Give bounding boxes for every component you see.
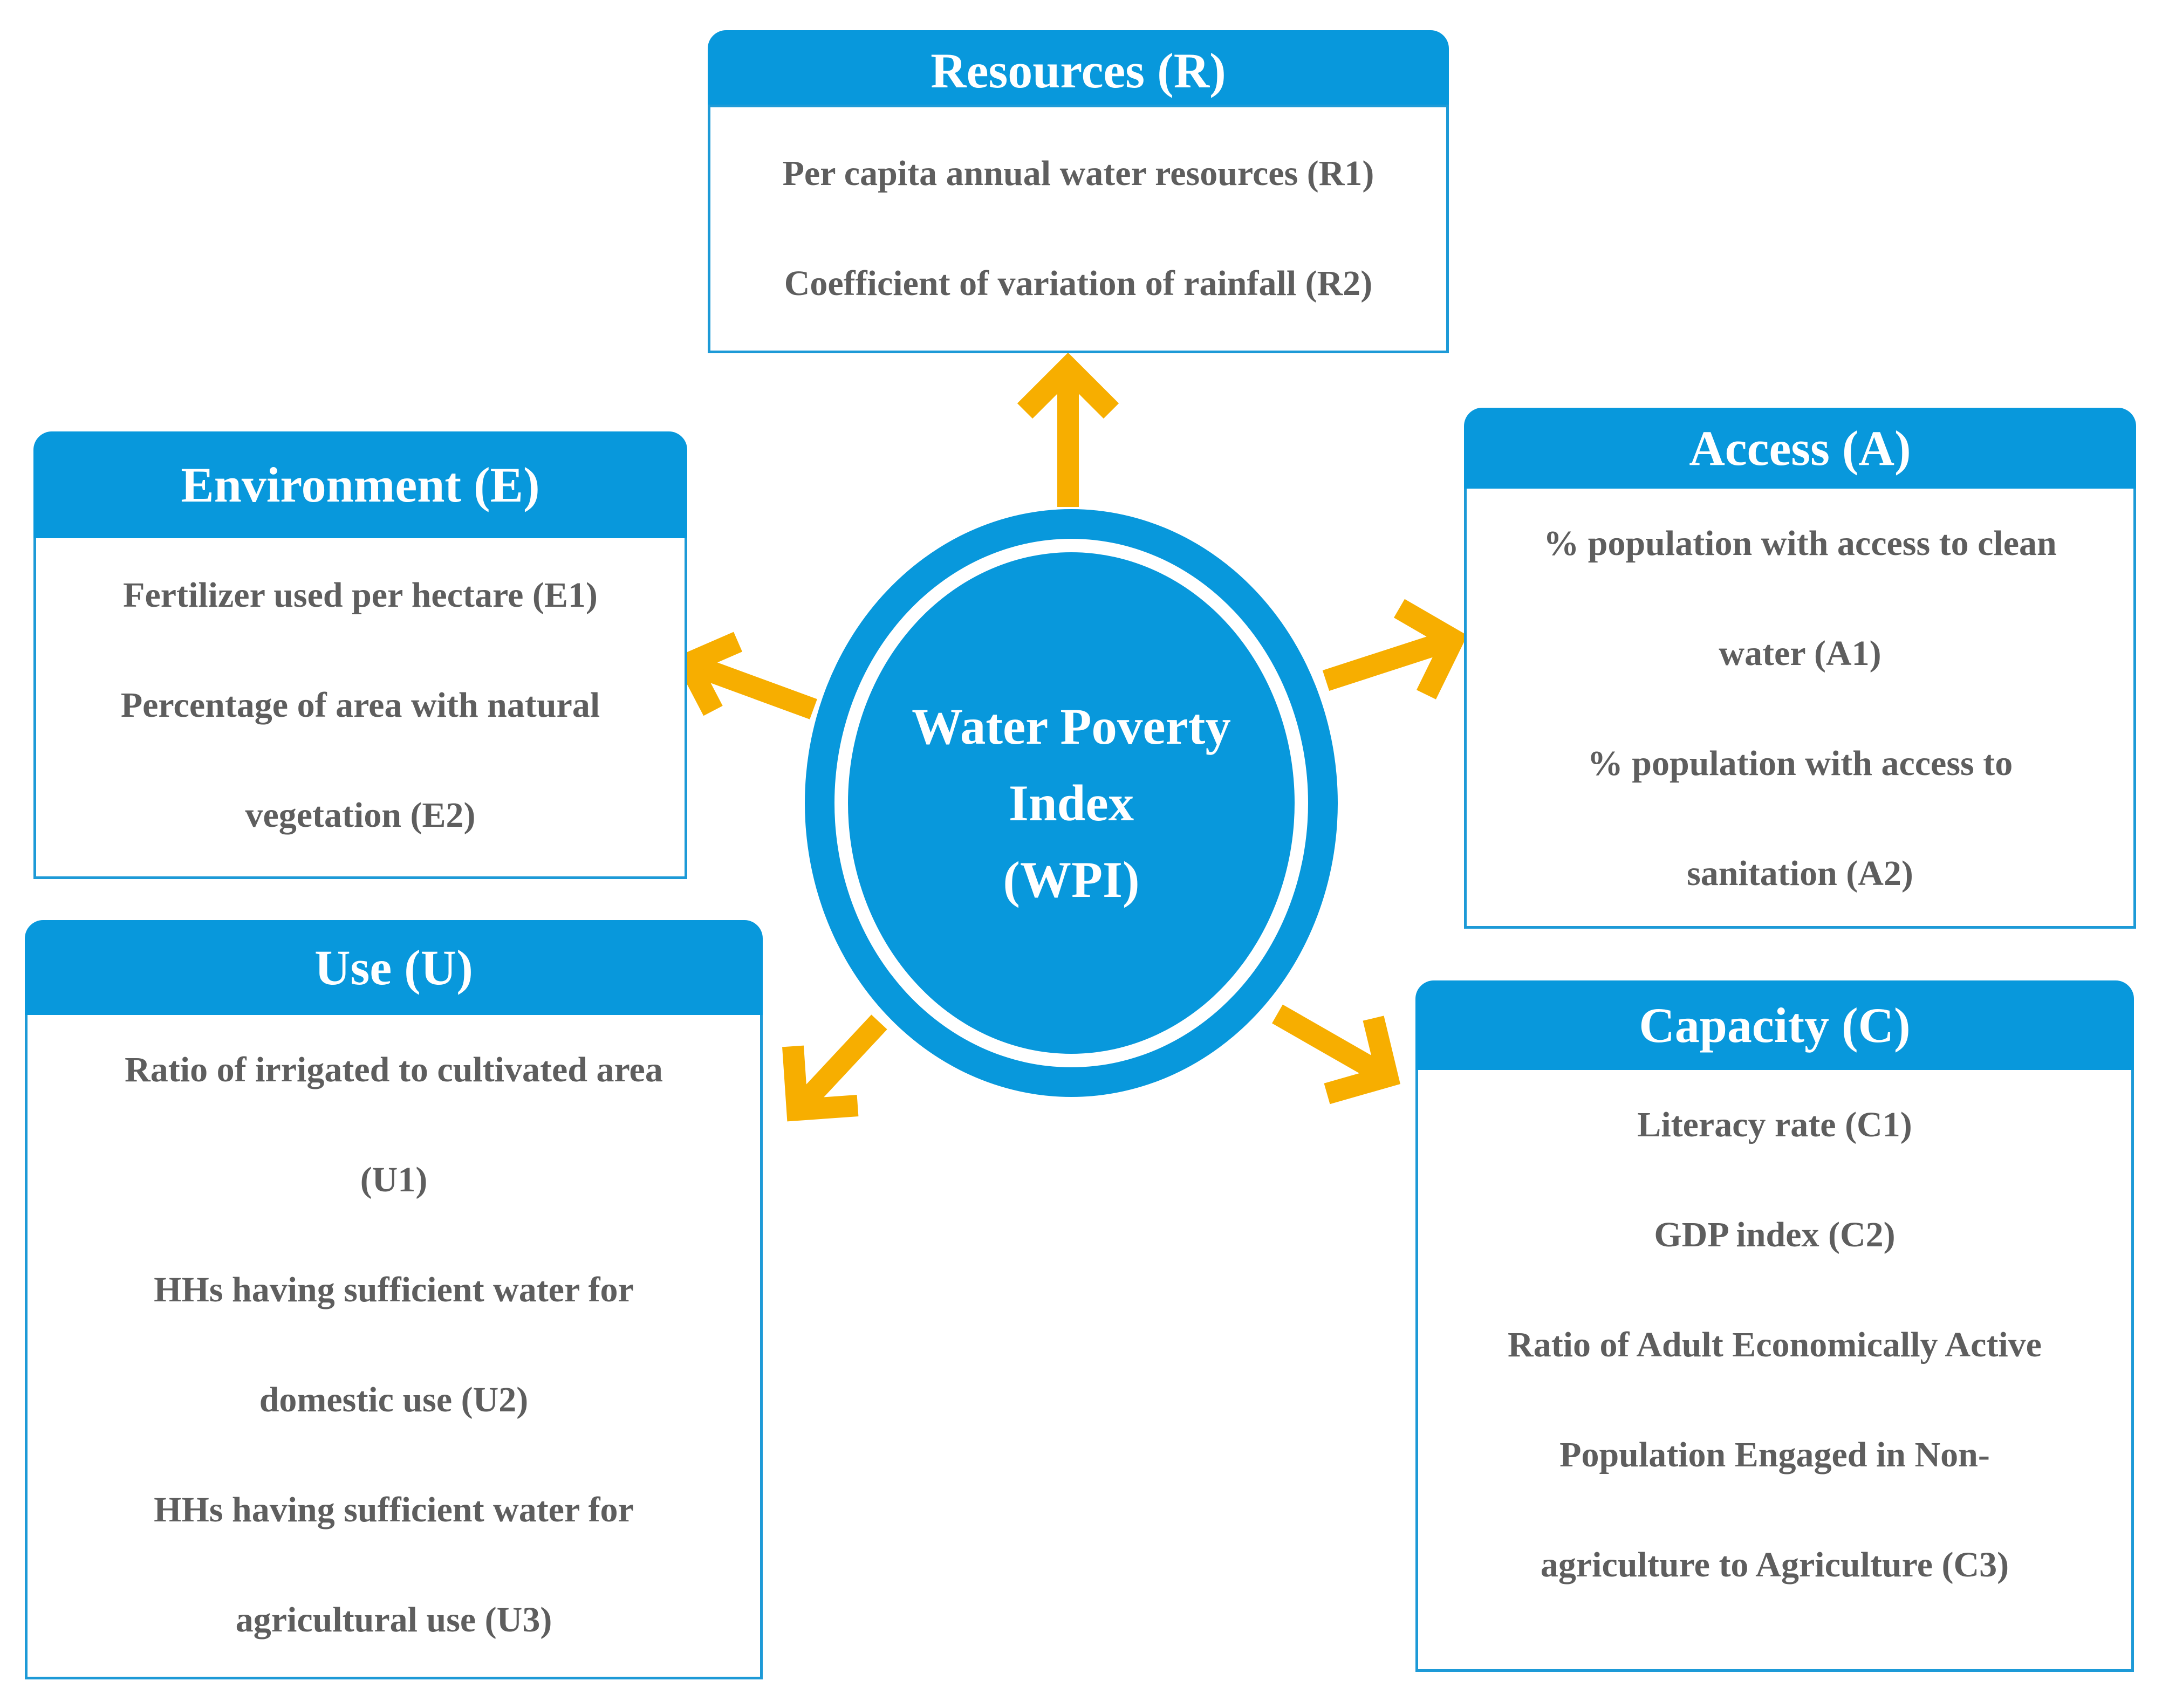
resources-item-r2: Coefficient of variation of rainfall (R2… [784, 264, 1373, 303]
wpi-label-line-1: Water Poverty [912, 698, 1231, 755]
use-card: Use (U) Ratio of irrigated to cultivated… [25, 920, 763, 1679]
environment-body: Fertilizer used per hectare (E1) Percent… [33, 538, 687, 879]
wpi-center-node: Water Poverty Index (WPI) [848, 552, 1295, 1054]
capacity-card: Capacity (C) Literacy rate (C1) GDP inde… [1415, 980, 2134, 1672]
access-line-1: % population with access to clean [1543, 524, 2057, 563]
capacity-line-2: GDP index (C2) [1654, 1215, 1896, 1254]
resources-card: Resources (R) Per capita annual water re… [708, 30, 1449, 353]
resources-divider [708, 105, 1449, 107]
resources-title: Resources (R) [708, 30, 1449, 105]
use-line-6: agricultural use (U3) [235, 1600, 552, 1640]
arrow-to-environment [673, 632, 817, 719]
wpi-label-line-2: Index [1008, 774, 1134, 832]
use-line-4: domestic use (U2) [259, 1380, 529, 1419]
use-line-5: HHs having sufficient water for [154, 1490, 634, 1529]
use-line-1: Ratio of irrigated to cultivated area [125, 1050, 663, 1089]
capacity-line-3: Ratio of Adult Economically Active [1508, 1325, 2042, 1364]
access-line-4: sanitation (A2) [1687, 854, 1913, 893]
resources-item-r1: Per capita annual water resources (R1) [782, 154, 1374, 193]
arrow-to-resources [1017, 352, 1119, 507]
capacity-line-5: agriculture to Agriculture (C3) [1540, 1545, 2009, 1584]
capacity-title: Capacity (C) [1415, 980, 2134, 1070]
arrow-to-use [782, 1014, 887, 1122]
use-line-3: HHs having sufficient water for [154, 1270, 634, 1309]
environment-line-3: vegetation (E2) [245, 795, 476, 835]
environment-line-2: Percentage of area with natural [120, 685, 600, 725]
access-line-2: water (A1) [1719, 634, 1882, 673]
use-line-2: (U1) [360, 1160, 428, 1199]
environment-title: Environment (E) [33, 431, 687, 538]
arrow-to-access [1322, 599, 1468, 699]
use-body: Ratio of irrigated to cultivated area (U… [25, 1015, 763, 1679]
resources-body: Per capita annual water resources (R1) C… [708, 105, 1449, 353]
capacity-line-4: Population Engaged in Non- [1559, 1435, 1990, 1474]
wpi-label-line-3: (WPI) [1003, 851, 1140, 908]
arrow-to-capacity [1272, 1004, 1400, 1105]
use-title: Use (U) [25, 920, 763, 1015]
access-title: Access (A) [1464, 408, 2136, 489]
capacity-line-1: Literacy rate (C1) [1637, 1105, 1912, 1144]
access-line-3: % population with access to [1587, 744, 2013, 783]
capacity-body: Literacy rate (C1) GDP index (C2) Ratio … [1415, 1070, 2134, 1672]
access-card: Access (A) % population with access to c… [1464, 408, 2136, 929]
environment-card: Environment (E) Fertilizer used per hect… [33, 431, 687, 879]
access-body: % population with access to clean water … [1464, 489, 2136, 929]
environment-line-1: Fertilizer used per hectare (E1) [123, 575, 598, 615]
